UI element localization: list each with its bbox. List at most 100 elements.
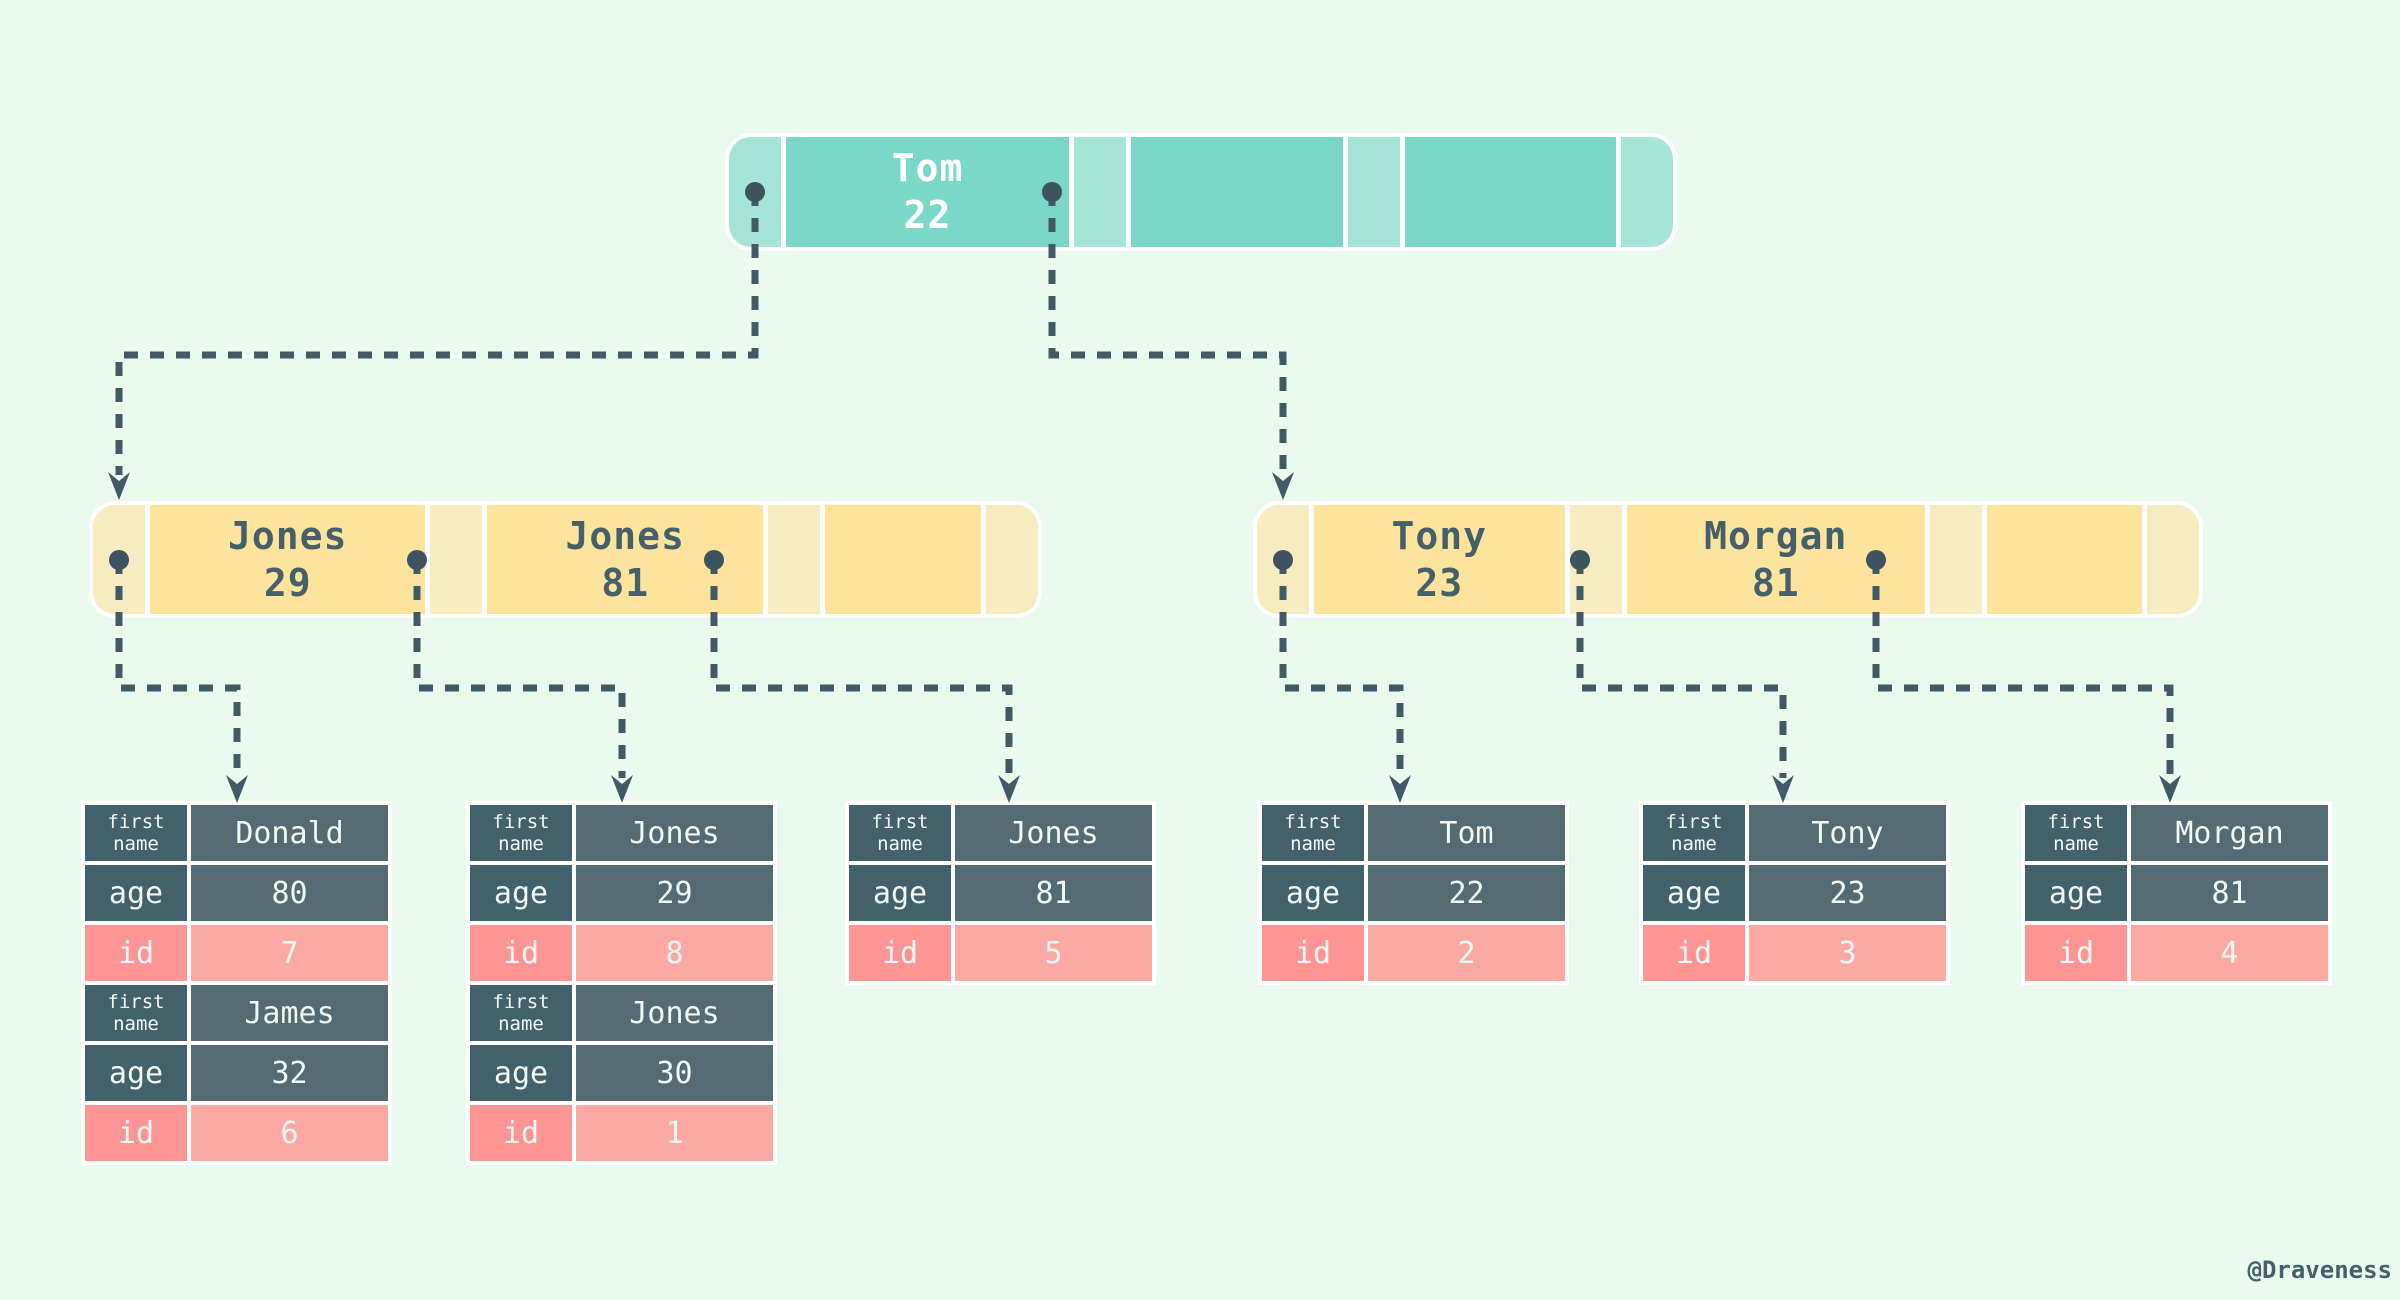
table-row: first name Tony bbox=[1643, 805, 1946, 861]
table-row: id 5 bbox=[849, 925, 1152, 981]
key-cell-empty bbox=[1404, 137, 1616, 247]
field-label-cell: id bbox=[470, 925, 572, 981]
key-number: 23 bbox=[1415, 560, 1464, 605]
field-label-cell: id bbox=[849, 925, 951, 981]
key-name: Jones bbox=[228, 513, 348, 558]
node-end-cap bbox=[2146, 505, 2199, 614]
field-value-cell: 32 bbox=[191, 1045, 388, 1101]
table-row: id 2 bbox=[1262, 925, 1565, 981]
internal-node-right: Tony 23 Morgan 81 bbox=[1253, 501, 2203, 618]
field-value-cell: Morgan bbox=[2131, 805, 2328, 861]
record-table-4: first name Tom age 22 id 2 bbox=[1258, 801, 1569, 985]
key-name: Tom bbox=[891, 146, 964, 190]
node-end-cap bbox=[1621, 137, 1673, 247]
table-row: id 1 bbox=[470, 1105, 773, 1161]
pointer-cell bbox=[1074, 137, 1127, 247]
field-label-cell: first name bbox=[1262, 805, 1364, 861]
field-value-cell: 1 bbox=[576, 1105, 773, 1161]
table-row: age 22 bbox=[1262, 865, 1565, 921]
field-label-cell: first name bbox=[85, 985, 187, 1041]
field-label-cell: id bbox=[85, 925, 187, 981]
field-label-cell: first name bbox=[2025, 805, 2127, 861]
root-node: Tom 22 bbox=[725, 133, 1677, 251]
field-value-cell: 5 bbox=[955, 925, 1152, 981]
table-row: age 32 bbox=[85, 1045, 388, 1101]
table-row: age 81 bbox=[2025, 865, 2328, 921]
key-number: 81 bbox=[601, 560, 650, 605]
field-label-cell: age bbox=[85, 1045, 187, 1101]
field-value-cell: 23 bbox=[1749, 865, 1946, 921]
field-value-cell: 29 bbox=[576, 865, 773, 921]
key-number: 29 bbox=[263, 560, 312, 605]
table-row: id 8 bbox=[470, 925, 773, 981]
field-value-cell: Jones bbox=[576, 985, 773, 1041]
field-label-cell: id bbox=[1262, 925, 1364, 981]
key-cell: Morgan 81 bbox=[1626, 505, 1925, 614]
field-value-cell: Donald bbox=[191, 805, 388, 861]
field-label-cell: first name bbox=[470, 805, 572, 861]
field-label-cell: age bbox=[85, 865, 187, 921]
record-table-3: first name Jones age 81 id 5 bbox=[845, 801, 1156, 985]
field-label-cell: id bbox=[2025, 925, 2127, 981]
field-label-cell: id bbox=[85, 1105, 187, 1161]
field-label-cell: age bbox=[849, 865, 951, 921]
table-row: age 30 bbox=[470, 1045, 773, 1101]
pointer-cell bbox=[767, 505, 820, 614]
field-label-cell: id bbox=[1643, 925, 1745, 981]
record-table-5: first name Tony age 23 id 3 bbox=[1639, 801, 1950, 985]
field-label-cell: age bbox=[470, 1045, 572, 1101]
field-value-cell: 7 bbox=[191, 925, 388, 981]
table-row: id 6 bbox=[85, 1105, 388, 1161]
field-value-cell: Tony bbox=[1749, 805, 1946, 861]
table-row: first name Jones bbox=[470, 805, 773, 861]
table-row: age 23 bbox=[1643, 865, 1946, 921]
table-row: first name Donald bbox=[85, 805, 388, 861]
pointer-cell bbox=[1929, 505, 1982, 614]
field-value-cell: 8 bbox=[576, 925, 773, 981]
key-name: Tony bbox=[1391, 513, 1488, 558]
key-name: Morgan bbox=[1704, 513, 1848, 558]
table-row: age 29 bbox=[470, 865, 773, 921]
field-value-cell: 6 bbox=[191, 1105, 388, 1161]
pointer-cell bbox=[430, 505, 483, 614]
pointer-cell bbox=[1569, 505, 1622, 614]
field-value-cell: Jones bbox=[576, 805, 773, 861]
field-label-cell: id bbox=[470, 1105, 572, 1161]
key-cell-empty bbox=[824, 505, 982, 614]
pointer-cell bbox=[1347, 137, 1400, 247]
watermark: @Draveness bbox=[2247, 1256, 2393, 1284]
table-row: first name Tom bbox=[1262, 805, 1565, 861]
field-label-cell: age bbox=[1643, 865, 1745, 921]
field-value-cell: 22 bbox=[1368, 865, 1565, 921]
field-value-cell: James bbox=[191, 985, 388, 1041]
record-table-6: first name Morgan age 81 id 4 bbox=[2021, 801, 2332, 985]
field-label-cell: first name bbox=[470, 985, 572, 1041]
table-row: first name James bbox=[85, 985, 388, 1041]
key-number: 81 bbox=[1751, 560, 1800, 605]
key-cell-empty bbox=[1131, 137, 1343, 247]
key-number: 22 bbox=[903, 193, 952, 237]
table-row: id 4 bbox=[2025, 925, 2328, 981]
field-value-cell: 4 bbox=[2131, 925, 2328, 981]
pointer-cell bbox=[93, 505, 145, 614]
field-label-cell: age bbox=[1262, 865, 1364, 921]
field-label-cell: first name bbox=[849, 805, 951, 861]
key-cell: Tony 23 bbox=[1314, 505, 1565, 614]
internal-node-left: Jones 29 Jones 81 bbox=[89, 501, 1042, 618]
node-end-cap bbox=[986, 505, 1039, 614]
table-row: id 3 bbox=[1643, 925, 1946, 981]
field-value-cell: 81 bbox=[2131, 865, 2328, 921]
field-value-cell: 30 bbox=[576, 1045, 773, 1101]
key-cell-empty bbox=[1986, 505, 2142, 614]
table-row: id 7 bbox=[85, 925, 388, 981]
pointer-cell bbox=[729, 137, 781, 247]
field-value-cell: 3 bbox=[1749, 925, 1946, 981]
record-table-2: first name Jones age 29 id 8 first name … bbox=[466, 801, 777, 1165]
key-cell: Jones 29 bbox=[150, 505, 426, 614]
key-name: Jones bbox=[565, 513, 685, 558]
table-row: age 80 bbox=[85, 865, 388, 921]
key-cell: Tom 22 bbox=[786, 137, 1070, 247]
field-value-cell: 2 bbox=[1368, 925, 1565, 981]
field-value-cell: Tom bbox=[1368, 805, 1565, 861]
